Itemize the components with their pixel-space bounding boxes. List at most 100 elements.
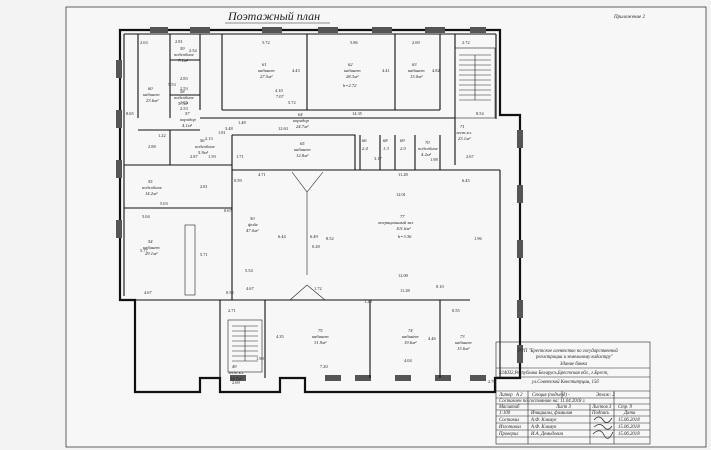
svg-text:2.0: 2.0 — [400, 146, 406, 151]
svg-text:2.83: 2.83 — [180, 76, 188, 81]
svg-text:4.1м²: 4.1м² — [182, 123, 193, 128]
svg-text:2.54: 2.54 — [189, 48, 197, 53]
svg-text:1.71: 1.71 — [236, 154, 244, 159]
svg-text:4.67: 4.67 — [144, 290, 152, 295]
title-block: РУП "Брестское агентство по государствен… — [495, 341, 651, 445]
svg-text:5.86: 5.86 — [350, 40, 358, 45]
svg-text:кабинет: кабинет — [402, 334, 419, 339]
room-68: 681.3 — [383, 138, 389, 151]
svg-text:подсобное: подсобное — [142, 185, 162, 190]
svg-text:кабинет: кабинет — [455, 340, 472, 345]
svg-text:65: 65 — [300, 141, 305, 146]
svg-text:4.04: 4.04 — [404, 358, 412, 363]
stamp-row1-role: Составил — [499, 418, 519, 423]
svg-text:29.1м²: 29.1м² — [145, 251, 158, 256]
svg-text:11.28: 11.28 — [398, 172, 409, 177]
svg-text:коридор: коридор — [180, 117, 196, 122]
stamp-row3-name: И.А. Демидович — [530, 432, 564, 437]
svg-text:операционный зал: операционный зал — [378, 220, 413, 225]
svg-text:71: 71 — [460, 124, 465, 129]
svg-text:кабинет: кабинет — [143, 92, 160, 97]
svg-text:подсобное: подсобное — [174, 95, 194, 100]
svg-text:6.49: 6.49 — [310, 234, 318, 239]
svg-text:подсобное: подсобное — [174, 52, 194, 57]
stamp-address-2: ул.Советской Конституции, 15б — [531, 379, 599, 385]
svg-text:3.48: 3.48 — [225, 126, 233, 131]
room-66: 662.4 — [362, 138, 368, 151]
svg-text:66: 66 — [362, 138, 367, 143]
svg-text:4.2м²: 4.2м² — [421, 152, 432, 157]
svg-text:55: 55 — [148, 179, 153, 184]
stamp-litera-value: А 2 — [515, 393, 523, 398]
svg-text:4.41: 4.41 — [382, 68, 390, 73]
svg-text:59: 59 — [180, 46, 185, 51]
room-69: 692.0 — [400, 138, 406, 151]
svg-text:70: 70 — [425, 140, 430, 145]
plan-title: Поэтажный план — [227, 9, 320, 23]
svg-text:13.6м²: 13.6м² — [457, 346, 470, 351]
svg-text:5.77: 5.77 — [140, 248, 148, 253]
appendix-label: Приложение 2 — [613, 15, 645, 20]
svg-text:12.63: 12.63 — [278, 126, 289, 131]
svg-text:2.55: 2.55 — [180, 100, 188, 105]
svg-text:12.00: 12.00 — [398, 273, 409, 278]
stamp-page: Стр. 9 — [618, 405, 633, 410]
stamp-building: Здание банка — [560, 362, 588, 367]
stamp-row2-date: 15.06.2018 — [618, 425, 640, 430]
stamp-col-date: Дата — [623, 411, 636, 416]
svg-text:8.65: 8.65 — [126, 111, 134, 116]
svg-text:кабинет: кабинет — [344, 68, 361, 73]
svg-text:7.07: 7.07 — [276, 94, 284, 99]
stamp-org-1: РУП "Брестское агентство по государствен… — [517, 348, 618, 354]
svg-text:2.63: 2.63 — [140, 40, 148, 45]
svg-text:23.1м²: 23.1м² — [458, 136, 471, 141]
stamp-row1-date: 15.06.2018 — [618, 418, 640, 423]
staircase-49 — [227, 319, 263, 373]
svg-text:0.59: 0.59 — [234, 178, 242, 183]
stamp-scale-value: 1:100 — [499, 411, 511, 416]
svg-text:74: 74 — [408, 328, 413, 333]
svg-text:1.22: 1.22 — [158, 133, 166, 138]
svg-text:1.81: 1.81 — [218, 130, 226, 135]
svg-text:кабинет: кабинет — [408, 68, 425, 73]
svg-text:50: 50 — [250, 216, 255, 221]
svg-text:подсобное: подсобное — [418, 146, 438, 151]
stamp-litera-label: Литер — [498, 393, 513, 398]
svg-text:7.20: 7.20 — [320, 364, 328, 369]
svg-text:60: 60 — [148, 86, 153, 91]
svg-text:2.76: 2.76 — [488, 379, 496, 384]
svg-text:2.4: 2.4 — [362, 146, 368, 151]
svg-text:14.7м²: 14.7м² — [230, 376, 243, 381]
svg-text:h=3.36: h=3.36 — [398, 234, 412, 239]
svg-text:47.0м²: 47.0м² — [246, 228, 259, 233]
svg-text:1.28: 1.28 — [364, 299, 372, 304]
svg-text:1.98: 1.98 — [256, 356, 264, 361]
stamp-row2-role: Изготовил — [498, 425, 521, 430]
stamp-col-init: Инициалы, фамилия — [530, 411, 573, 416]
svg-text:14.2м²: 14.2м² — [145, 191, 158, 196]
svg-text:63: 63 — [412, 62, 417, 67]
svg-text:31.9м²: 31.9м² — [314, 340, 327, 345]
svg-text:57: 57 — [185, 111, 190, 116]
svg-text:h=2.72: h=2.72 — [343, 83, 357, 88]
svg-text:4.71: 4.71 — [258, 172, 266, 177]
staircase-71 — [454, 47, 496, 119]
svg-text:5.72: 5.72 — [288, 100, 296, 105]
svg-text:23.6м²: 23.6м² — [146, 98, 159, 103]
svg-text:73: 73 — [460, 334, 465, 339]
stamp-org-2: регистрации и земельному кадастру" — [535, 355, 614, 360]
svg-text:1.59: 1.59 — [208, 154, 216, 159]
svg-text:2.13: 2.13 — [205, 136, 213, 141]
svg-text:11.28: 11.28 — [400, 288, 411, 293]
